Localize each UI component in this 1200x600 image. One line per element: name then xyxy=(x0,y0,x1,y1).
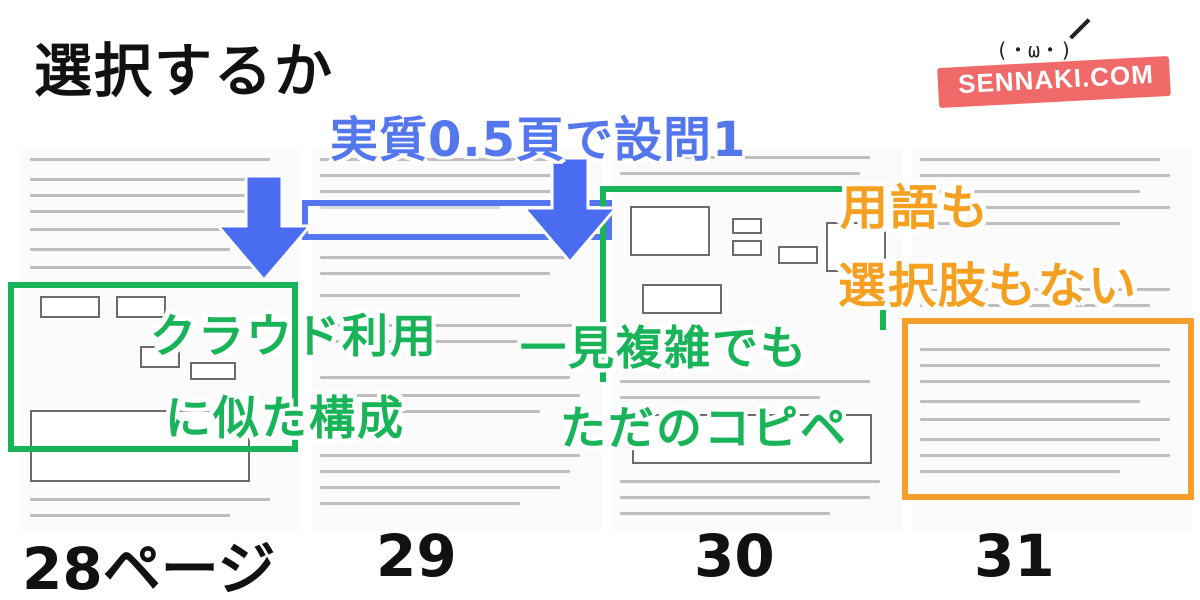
caption-complex-line2: ただのコピペ xyxy=(560,401,848,455)
complex-frame-right xyxy=(880,290,886,330)
section-banner: 実質0.5頁で設問1 xyxy=(330,112,747,168)
caption-cloud-line1: クラウド利用 xyxy=(150,309,438,363)
questions-frame xyxy=(902,318,1194,500)
complex-frame-top xyxy=(600,186,842,192)
exam-page-31 xyxy=(912,148,1192,530)
page-number-28: 28ページ xyxy=(22,535,276,600)
logo-face: (・ω・) xyxy=(996,38,1073,62)
caption-terms-line1: 用語も xyxy=(840,180,991,236)
page-number-31: 31 xyxy=(974,522,1055,590)
exam-page-30 xyxy=(612,148,902,530)
page-number-29: 29 xyxy=(376,522,457,590)
page-number-30: 30 xyxy=(694,522,775,590)
page-title: 選択するか xyxy=(34,37,335,105)
cloud-frame xyxy=(8,282,298,452)
complex-frame-left xyxy=(600,186,606,382)
caption-cloud-line2: に似た構成 xyxy=(165,391,405,445)
caption-complex-line1: 一見複雑でも xyxy=(520,321,808,375)
caption-terms-line2: 選択肢もない xyxy=(838,258,1139,314)
down-arrow-icon-right xyxy=(520,158,620,265)
down-arrow-icon-left xyxy=(214,176,314,283)
